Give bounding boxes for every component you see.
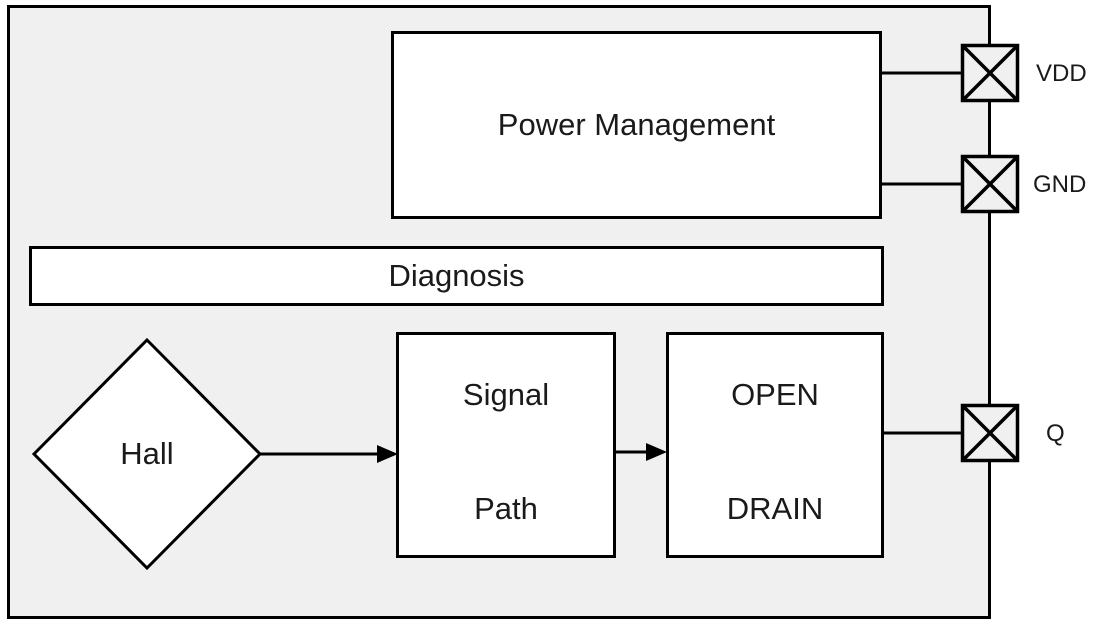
open-drain-label-line2: DRAIN [726,491,824,526]
hall-diamond [31,337,263,571]
open-drain-label: OPEN DRAIN [667,340,883,564]
power-management-label: Power Management [497,107,776,142]
pin-vdd-cross-2 [961,44,1019,102]
pin-gnd [960,154,1020,214]
pin-gnd-cross-2 [961,155,1019,213]
open-drain-block [666,332,884,558]
signal-path-label-line2: Path [474,491,538,526]
pin-q-cross-2 [961,404,1019,462]
signal-path-label-line1: Signal [462,377,550,412]
hall-label: Hall [120,436,174,471]
diagnosis-label: Diagnosis [388,258,525,293]
signal-path-block [396,332,616,558]
pin-q-label: Q [1046,420,1065,447]
pin-gnd-label: GND [1033,171,1087,198]
diagnosis-block [29,246,884,306]
pin-vdd-label: VDD [1036,60,1087,87]
arrow-hall-signal-head [377,445,398,463]
pin-vdd [960,43,1020,103]
power-management-block [391,31,882,219]
pin-q [960,403,1020,463]
open-drain-label-line1: OPEN [731,377,819,412]
arrow-signal-opendrain-head [646,443,667,461]
signal-path-label: Signal Path [397,340,615,564]
